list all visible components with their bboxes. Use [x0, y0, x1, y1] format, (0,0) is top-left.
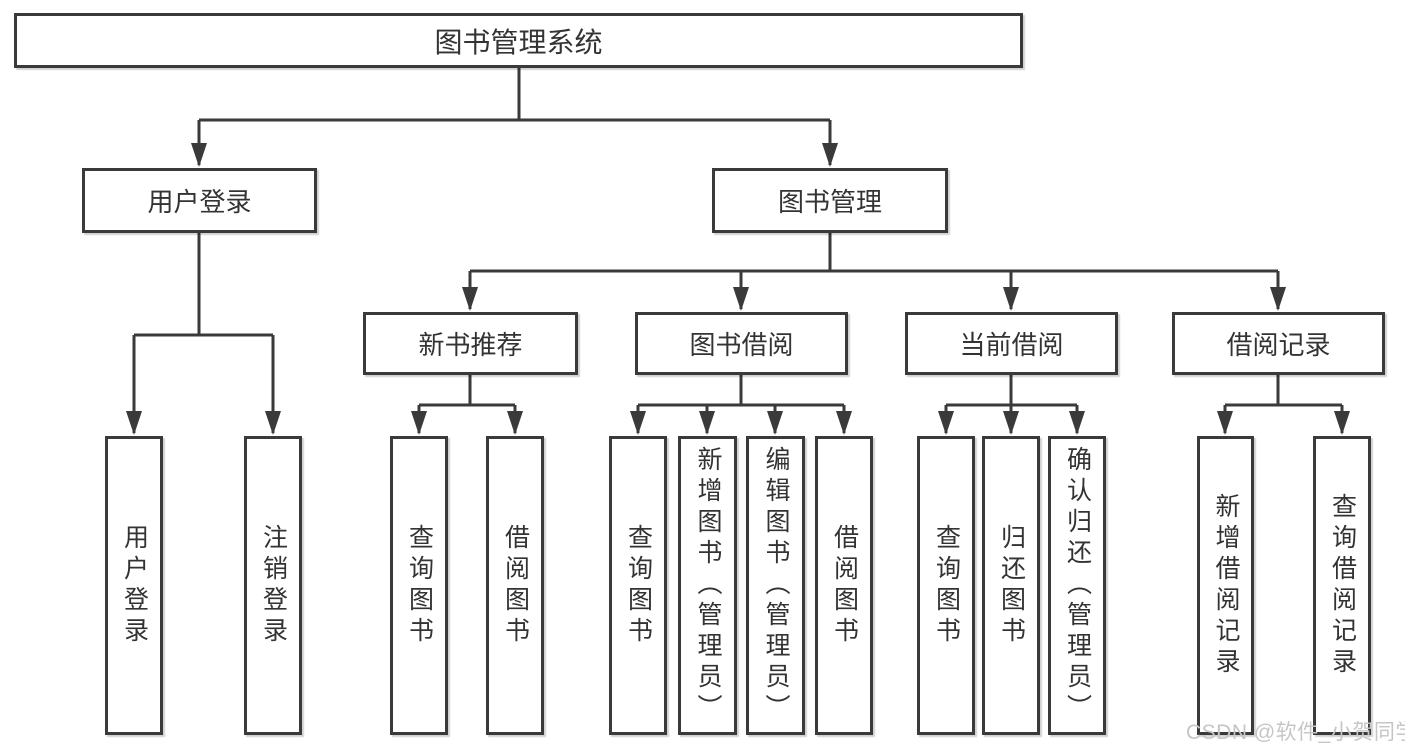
- node-label: 注销登录: [259, 523, 288, 648]
- node-label: 借阅记录: [1226, 330, 1331, 360]
- node-book-management: 图书管理: [712, 168, 948, 233]
- leaf-query-book-1: 查询图书: [390, 436, 448, 735]
- leaf-user-login: 用户登录: [105, 436, 163, 735]
- node-user-login: 用户登录: [82, 168, 317, 233]
- leaf-logout: 注销登录: [244, 436, 302, 735]
- leaf-return-book: 归还图书: [982, 436, 1040, 735]
- leaf-confirm-return-admin: 确认归还（管理员）: [1048, 436, 1106, 735]
- leaf-add-borrow-record: 新增借阅记录: [1197, 436, 1254, 735]
- node-label: 查询借阅记录: [1328, 492, 1357, 679]
- leaf-query-book-2: 查询图书: [609, 436, 667, 735]
- node-label: 新书推荐: [418, 330, 523, 360]
- node-label: 确认归还（管理员）: [1063, 446, 1092, 725]
- node-label: 借阅图书: [830, 523, 859, 648]
- node-label: 编辑图书（管理员）: [762, 446, 790, 725]
- node-label: 图书管理: [777, 187, 882, 217]
- node-label: 当前借阅: [959, 330, 1064, 360]
- node-label: 用户登录: [120, 523, 149, 648]
- node-label: 图书管理系统: [434, 26, 603, 58]
- node-label: 查询图书: [624, 523, 653, 648]
- node-root: 图书管理系统: [14, 13, 1023, 68]
- leaf-query-book-3: 查询图书: [917, 436, 975, 735]
- leaf-borrow-book-2: 借阅图书: [815, 436, 873, 735]
- node-label: 查询图书: [405, 523, 434, 648]
- leaf-borrow-book-1: 借阅图书: [486, 436, 544, 735]
- node-label: 新增借阅记录: [1212, 492, 1240, 679]
- node-book-borrow: 图书借阅: [635, 312, 848, 375]
- node-label: 查询图书: [932, 523, 961, 648]
- leaf-add-book-admin: 新增图书（管理员）: [678, 436, 737, 735]
- leaf-query-borrow-record: 查询借阅记录: [1313, 436, 1371, 735]
- watermark: CSDN @软件_小贺同学: [1186, 721, 1405, 744]
- node-new-book-recommend: 新书推荐: [363, 312, 578, 375]
- node-label: 新增图书（管理员）: [694, 446, 722, 725]
- node-label: 用户登录: [147, 187, 252, 217]
- node-label: 图书借阅: [689, 330, 794, 360]
- node-current-borrow: 当前借阅: [905, 312, 1118, 375]
- node-label: 借阅图书: [501, 523, 530, 648]
- leaf-edit-book-admin: 编辑图书（管理员）: [746, 436, 805, 735]
- node-borrow-records: 借阅记录: [1172, 312, 1385, 375]
- node-label: 归还图书: [997, 523, 1026, 648]
